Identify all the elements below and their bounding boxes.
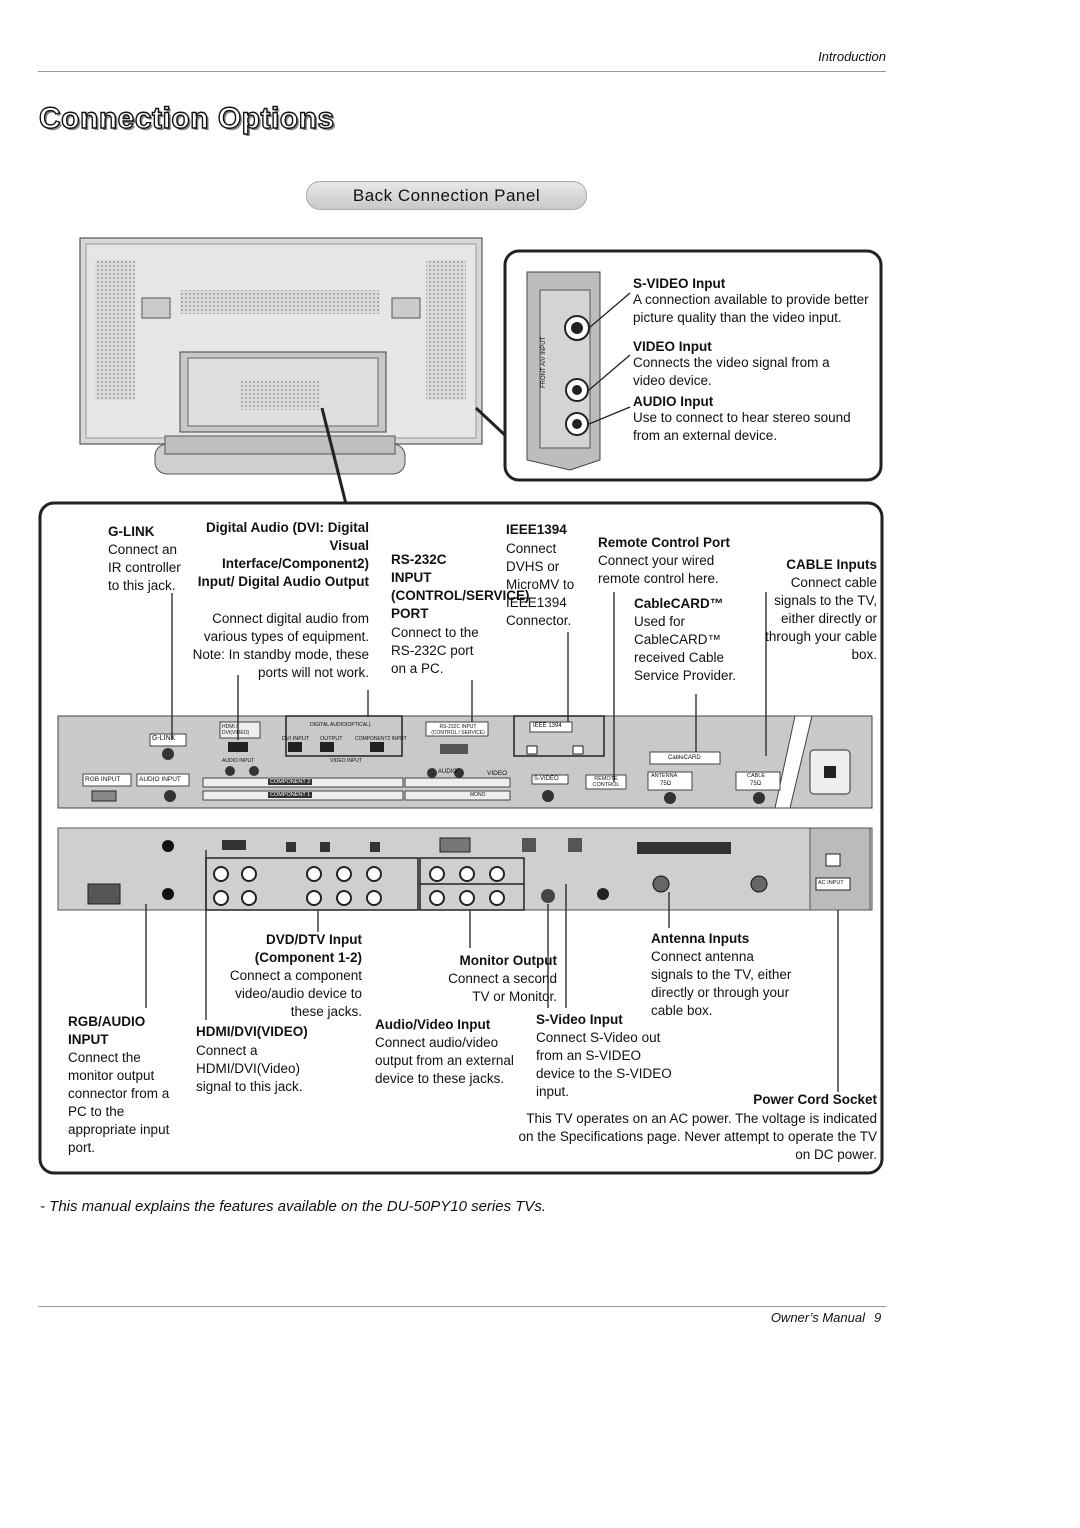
panel-label-digital-audio: DIGITAL AUDIO(OPTICAL) [310,722,371,728]
panel-label-video-jack: VIDEO [487,770,508,777]
panel-label-output: OUTPUT [320,736,343,742]
panel-label-ohm-cable: 75Ω [750,781,762,787]
front-av-side-label: FRONT A/V INPUT [541,336,547,388]
monitor-output-desc: Connect a second TV or Monitor. [448,971,557,1004]
panel-label-audio-input-small: AUDIO INPUT [222,758,255,764]
panel-label-comp2: COMPONENT 2 [268,779,313,785]
panel-label-rgb: RGB INPUT [85,776,121,783]
rgb-audio-desc: Connect the monitor output connector fro… [68,1050,170,1155]
panel-label-dvi-input: DVI INPUT [282,736,310,742]
rgb-audio-title: RGB/AUDIO INPUT [68,1014,146,1047]
monitor-output-title: Monitor Output [459,953,557,968]
panel-label-audio: AUDIO INPUT [139,776,181,783]
rs232-title: RS-232C INPUT (CONTROL/SERVICE) PORT [391,552,530,621]
panel-label-video-input: VIDEO INPUT [330,758,362,764]
panel-label-ac-input: AC INPUT [818,880,844,886]
video-input-desc: Connects the video signal from a video d… [633,355,830,388]
panel-label-mono: MONO [470,792,486,798]
cablecard-desc: Used for CableCARD™ received Cable Servi… [634,614,737,683]
rs232-desc: Connect to the RS-232C port on a PC. [391,625,479,676]
video-input-title: VIDEO Input [633,339,712,354]
svideo-input-title: S-VIDEO Input [633,276,726,291]
panel-label-cablecard: CableCARD [668,755,701,761]
footnote: - This manual explains the features avai… [40,1198,547,1215]
panel-label-ohm-antenna: 75Ω [660,781,672,787]
dvd-dtv-title: DVD/DTV Input (Component 1-2) [254,932,362,965]
panel-label-audio-jack: AUDIO [438,769,458,775]
footer-rule [38,1306,886,1307]
svideo-input-desc: A connection available to provide better… [633,292,869,325]
header-rule [38,71,886,72]
panel-label-cable: CABLE [747,773,766,779]
glink-title: G-LINK [108,524,155,539]
panel-label-hdmi: HDMI / DVI(VIDEO) [222,724,250,736]
cable-inputs-title: CABLE Inputs [786,557,877,572]
back-panel-box [38,501,884,1175]
panel-label-remote: REMOTE CONTROL [592,776,620,788]
ieee1394-title: IEEE1394 [506,522,567,537]
audio-input-desc: Use to connect to hear stereo sound from… [633,410,851,443]
remote-port-title: Remote Control Port [598,535,731,550]
page-number: 9 [874,1310,882,1325]
panel-title: Back Connection Panel [306,181,587,210]
digital-audio-title: Digital Audio (DVI: Digital Visual Inter… [197,520,369,589]
glink-desc: Connect an IR controller to this jack. [108,542,181,593]
panel-label-ieee: IEEE 1394 [533,723,562,729]
panel-label-antenna: ANTENNA [651,773,678,779]
av-input-desc: Connect audio/video output from an exter… [375,1035,514,1086]
panel-label-comp1: COMPONENT 1 [268,792,313,798]
cable-inputs-desc: Connect cable signals to the TV, either … [765,575,877,662]
power-cord-title: Power Cord Socket [753,1092,877,1107]
digital-audio-desc: Connect digital audio from various types… [192,611,369,680]
hdmi-dvi-title: HDMI/DVI(VIDEO) [196,1024,308,1039]
antenna-inputs-desc: Connect antenna signals to the TV, eithe… [651,949,792,1018]
power-cord-desc: This TV operates on an AC power. The vol… [518,1111,877,1162]
av-input-title: Audio/Video Input [375,1017,491,1032]
cablecard-title: CableCARD™ [634,596,724,611]
panel-label-svideo: S-VIDEO [534,776,559,782]
svideo2-title: S-Video Input [536,1012,623,1027]
ieee1394-desc: Connect DVHS or MicroMV to IEEE1394 Conn… [506,541,575,628]
panel-label-glink: G-LINK [152,735,176,742]
audio-input-title: AUDIO Input [633,394,714,409]
page-title: Connection Options [38,101,335,135]
antenna-inputs-title: Antenna Inputs [651,931,750,946]
remote-port-desc: Connect your wired remote control here. [598,553,719,586]
dvd-dtv-desc: Connect a component video/audio device t… [229,968,362,1019]
hdmi-dvi-desc: Connect a HDMI/DVI(Video) signal to this… [196,1043,303,1094]
svideo2-desc: Connect S-Video out from an S-VIDEO devi… [536,1030,672,1099]
panel-label-rs232: RS-232C INPUT (CONTROL / SERVICE) [431,724,485,736]
panel-label-component-input: COMPONENT2 INPUT [355,736,407,742]
section-label: Introduction [818,49,886,64]
footer-manual: Owner’s Manual [770,1310,865,1325]
